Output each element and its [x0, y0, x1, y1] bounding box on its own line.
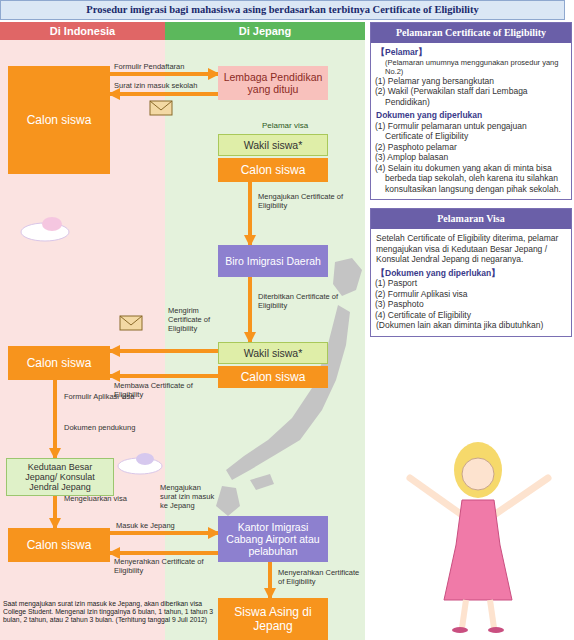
edge-label: Mengajukan Certificate of Eligibility [258, 192, 358, 210]
annotation: Pelamar visa [240, 121, 330, 130]
footnote: Saat mengajukan surat izin masuk ke Jepa… [3, 600, 215, 624]
panel-text: 【Dokumen yang diperlukan】 [371, 268, 571, 279]
process-box: Wakil siswa* [218, 134, 328, 156]
flow-arrow [248, 277, 252, 342]
node-label: Calon siswa [241, 370, 306, 384]
node-label: Calon siswa [241, 163, 306, 177]
process-box: Calon siswa [218, 366, 328, 388]
panel-text: (Dokumen lain akan diminta jika dibutuhk… [371, 320, 571, 331]
envelope [120, 316, 142, 330]
edge-label: Masuk ke Jepang [116, 521, 206, 530]
info-panel: Pelamaran Certificate of Eligibility 【Pel… [370, 22, 572, 200]
flow-arrow [248, 182, 252, 245]
annotation: Mengajukan surat izin masuk ke Jepang [160, 484, 216, 510]
process-box: Kantor Imigrasi Cabang Airport atau pela… [218, 516, 328, 562]
panel-text: Dokumen yang diperlukan [371, 110, 571, 121]
process-box: Siswa Asing di Jepang [218, 598, 328, 640]
panel-text: (3) Pasphoto [371, 299, 571, 310]
edge-label: Formulir Aplikasi visa [64, 392, 144, 401]
process-box: Lembaga Pendidikan yang dituju [218, 66, 328, 100]
edge-label: Mengirim Certificate of Eligibility [168, 306, 216, 333]
diagram-title: Prosedur imigrasi bagi mahasiswa asing b… [0, 0, 565, 20]
edge-label: Formulir Pendaftaran [114, 62, 214, 71]
panel-text: (3) Amplop balasan [371, 152, 571, 163]
node-label: Wakil siswa* [244, 139, 303, 151]
flow-arrow [268, 562, 272, 598]
flow-arrow [110, 374, 218, 378]
panel-text: Setelah Certificate of Eligibility diter… [371, 233, 571, 265]
annotation: Dokumen pendukung [64, 424, 144, 433]
panel-text: (1) Formulir pelamaran untuk pengajuan C… [371, 121, 571, 142]
panel-text: (1) Pelamar yang bersangkutan [371, 76, 571, 87]
woman-illustration [410, 442, 548, 633]
column-header: Di Jepang [165, 22, 365, 40]
node-label: Kantor Imigrasi Cabang Airport atau pela… [222, 521, 324, 557]
panel-text: (2) Wakil (Perwakilan staff dari Lembaga… [371, 86, 571, 107]
node-label: Siswa Asing di Jepang [222, 605, 324, 633]
process-box: Biro Imigrasi Daerah [218, 245, 328, 277]
flow-arrow [110, 72, 218, 76]
panel-text: (4) Selain itu dokumen yang akan di mint… [371, 163, 571, 195]
edge-label: Menyerahkan Certificate of Eligibility [278, 568, 362, 586]
node-label: Biro Imigrasi Daerah [225, 255, 321, 267]
panel-text: 【Pelamar】 [371, 47, 571, 58]
panel-text: (2) Pasphoto pelamar [371, 142, 571, 153]
process-box: Wakil siswa* [218, 342, 328, 364]
node-label: Lembaga Pendidikan yang dituju [222, 71, 324, 95]
process-box: Calon siswa [8, 66, 110, 174]
envelope [150, 101, 172, 115]
panel-text: (2) Formulir Aplikasi visa [371, 289, 571, 300]
node-label: Calon siswa [27, 356, 92, 370]
edge-label: Surat izin masuk sekolah [114, 81, 214, 90]
cloud [21, 217, 69, 241]
edge-label: Menyerahkan Certificate of Eligibility [114, 557, 214, 575]
node-label: Wakil siswa* [244, 347, 303, 359]
info-panel: Pelamaran VisaSetelah Certificate of Eli… [370, 208, 572, 337]
japan-ground [165, 22, 365, 640]
japan-map [216, 258, 362, 516]
flow-arrow [53, 380, 57, 458]
flow-arrow [110, 531, 218, 535]
process-box: Calon siswa [8, 528, 110, 562]
node-label: Calon siswa [27, 538, 92, 552]
flow-arrow [53, 496, 57, 528]
cloud [118, 453, 162, 474]
panel-heading: Pelamaran Certificate of Eligibility [371, 23, 571, 43]
panel-text: (4) Certificate of Eligibility [371, 310, 571, 321]
panel-text: (Pelamaran umumnya menggunakan prosedur … [371, 58, 571, 76]
node-label: Kedutaan Besar Jepang/ Konsulat Jendral … [11, 462, 109, 492]
node-label: Di Indonesia [50, 25, 115, 37]
node-label: Di Jepang [239, 25, 292, 37]
panel-text: (1) Pasport [371, 278, 571, 289]
panel-heading: Pelamaran Visa [371, 209, 571, 229]
flow-arrow [110, 349, 218, 353]
flow-arrow [110, 551, 218, 555]
process-box: Calon siswa [8, 346, 110, 380]
node-label: Calon siswa [27, 113, 92, 127]
process-box: Calon siswa [218, 158, 328, 182]
flow-arrow [110, 92, 218, 96]
edge-label: Diterbitkan Certificate of Eligibility [258, 292, 358, 310]
edge-label: Mengeluarkan visa [64, 494, 144, 503]
column-header: Di Indonesia [0, 22, 165, 40]
indonesia-ground [0, 22, 165, 640]
process-box: Kedutaan Besar Jepang/ Konsulat Jendral … [6, 458, 114, 496]
